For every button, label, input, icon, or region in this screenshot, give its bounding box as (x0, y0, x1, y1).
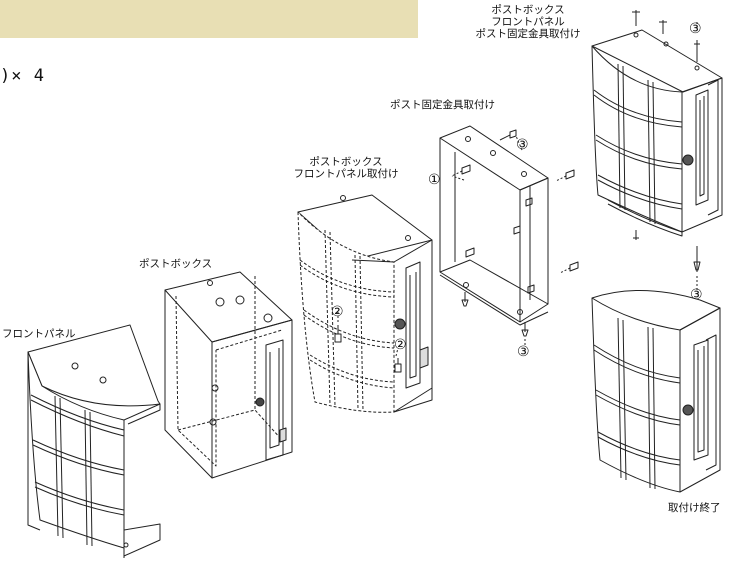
quantity-text: )× 4 (0, 66, 45, 86)
callout-1: ① (428, 172, 441, 188)
front-panel-illustration (27, 324, 161, 558)
callout-3-top-right: ③ (689, 21, 702, 37)
post-box-with-panel-illustration (297, 194, 433, 413)
completed-illustration (591, 289, 721, 493)
callout-3-right-middle: ③ (690, 287, 703, 303)
callout-3-bracket-top: ③ (516, 137, 529, 153)
label-post-box-front-line2: フロントパネル取付け (293, 168, 399, 180)
label-top-line1: ポストボックス (491, 4, 565, 16)
label-post-box: ポストボックス (139, 258, 213, 270)
label-top: ポストボックス フロントパネル ポスト固定金具取付け (468, 4, 588, 40)
label-bracket: ポスト固定金具取付け (390, 99, 495, 111)
label-top-line3: ポスト固定金具取付け (475, 28, 581, 40)
label-front-panel: フロントパネル (2, 328, 76, 340)
label-post-box-front-line1: ポストボックス (309, 156, 383, 168)
callout-leaders (337, 22, 698, 357)
assembled-with-bracket-illustration (591, 10, 723, 272)
bracket-illustration (439, 125, 579, 337)
header-banner (0, 0, 418, 38)
callout-3-bracket-bottom: ③ (517, 344, 530, 360)
callout-2-lower: ② (394, 337, 407, 353)
label-done: 取付け終了 (668, 502, 721, 514)
label-post-box-front: ポストボックス フロントパネル取付け (286, 156, 406, 180)
post-box-illustration (164, 271, 293, 479)
callout-2-upper: ② (331, 304, 344, 320)
label-top-line2: フロントパネル (491, 16, 565, 28)
